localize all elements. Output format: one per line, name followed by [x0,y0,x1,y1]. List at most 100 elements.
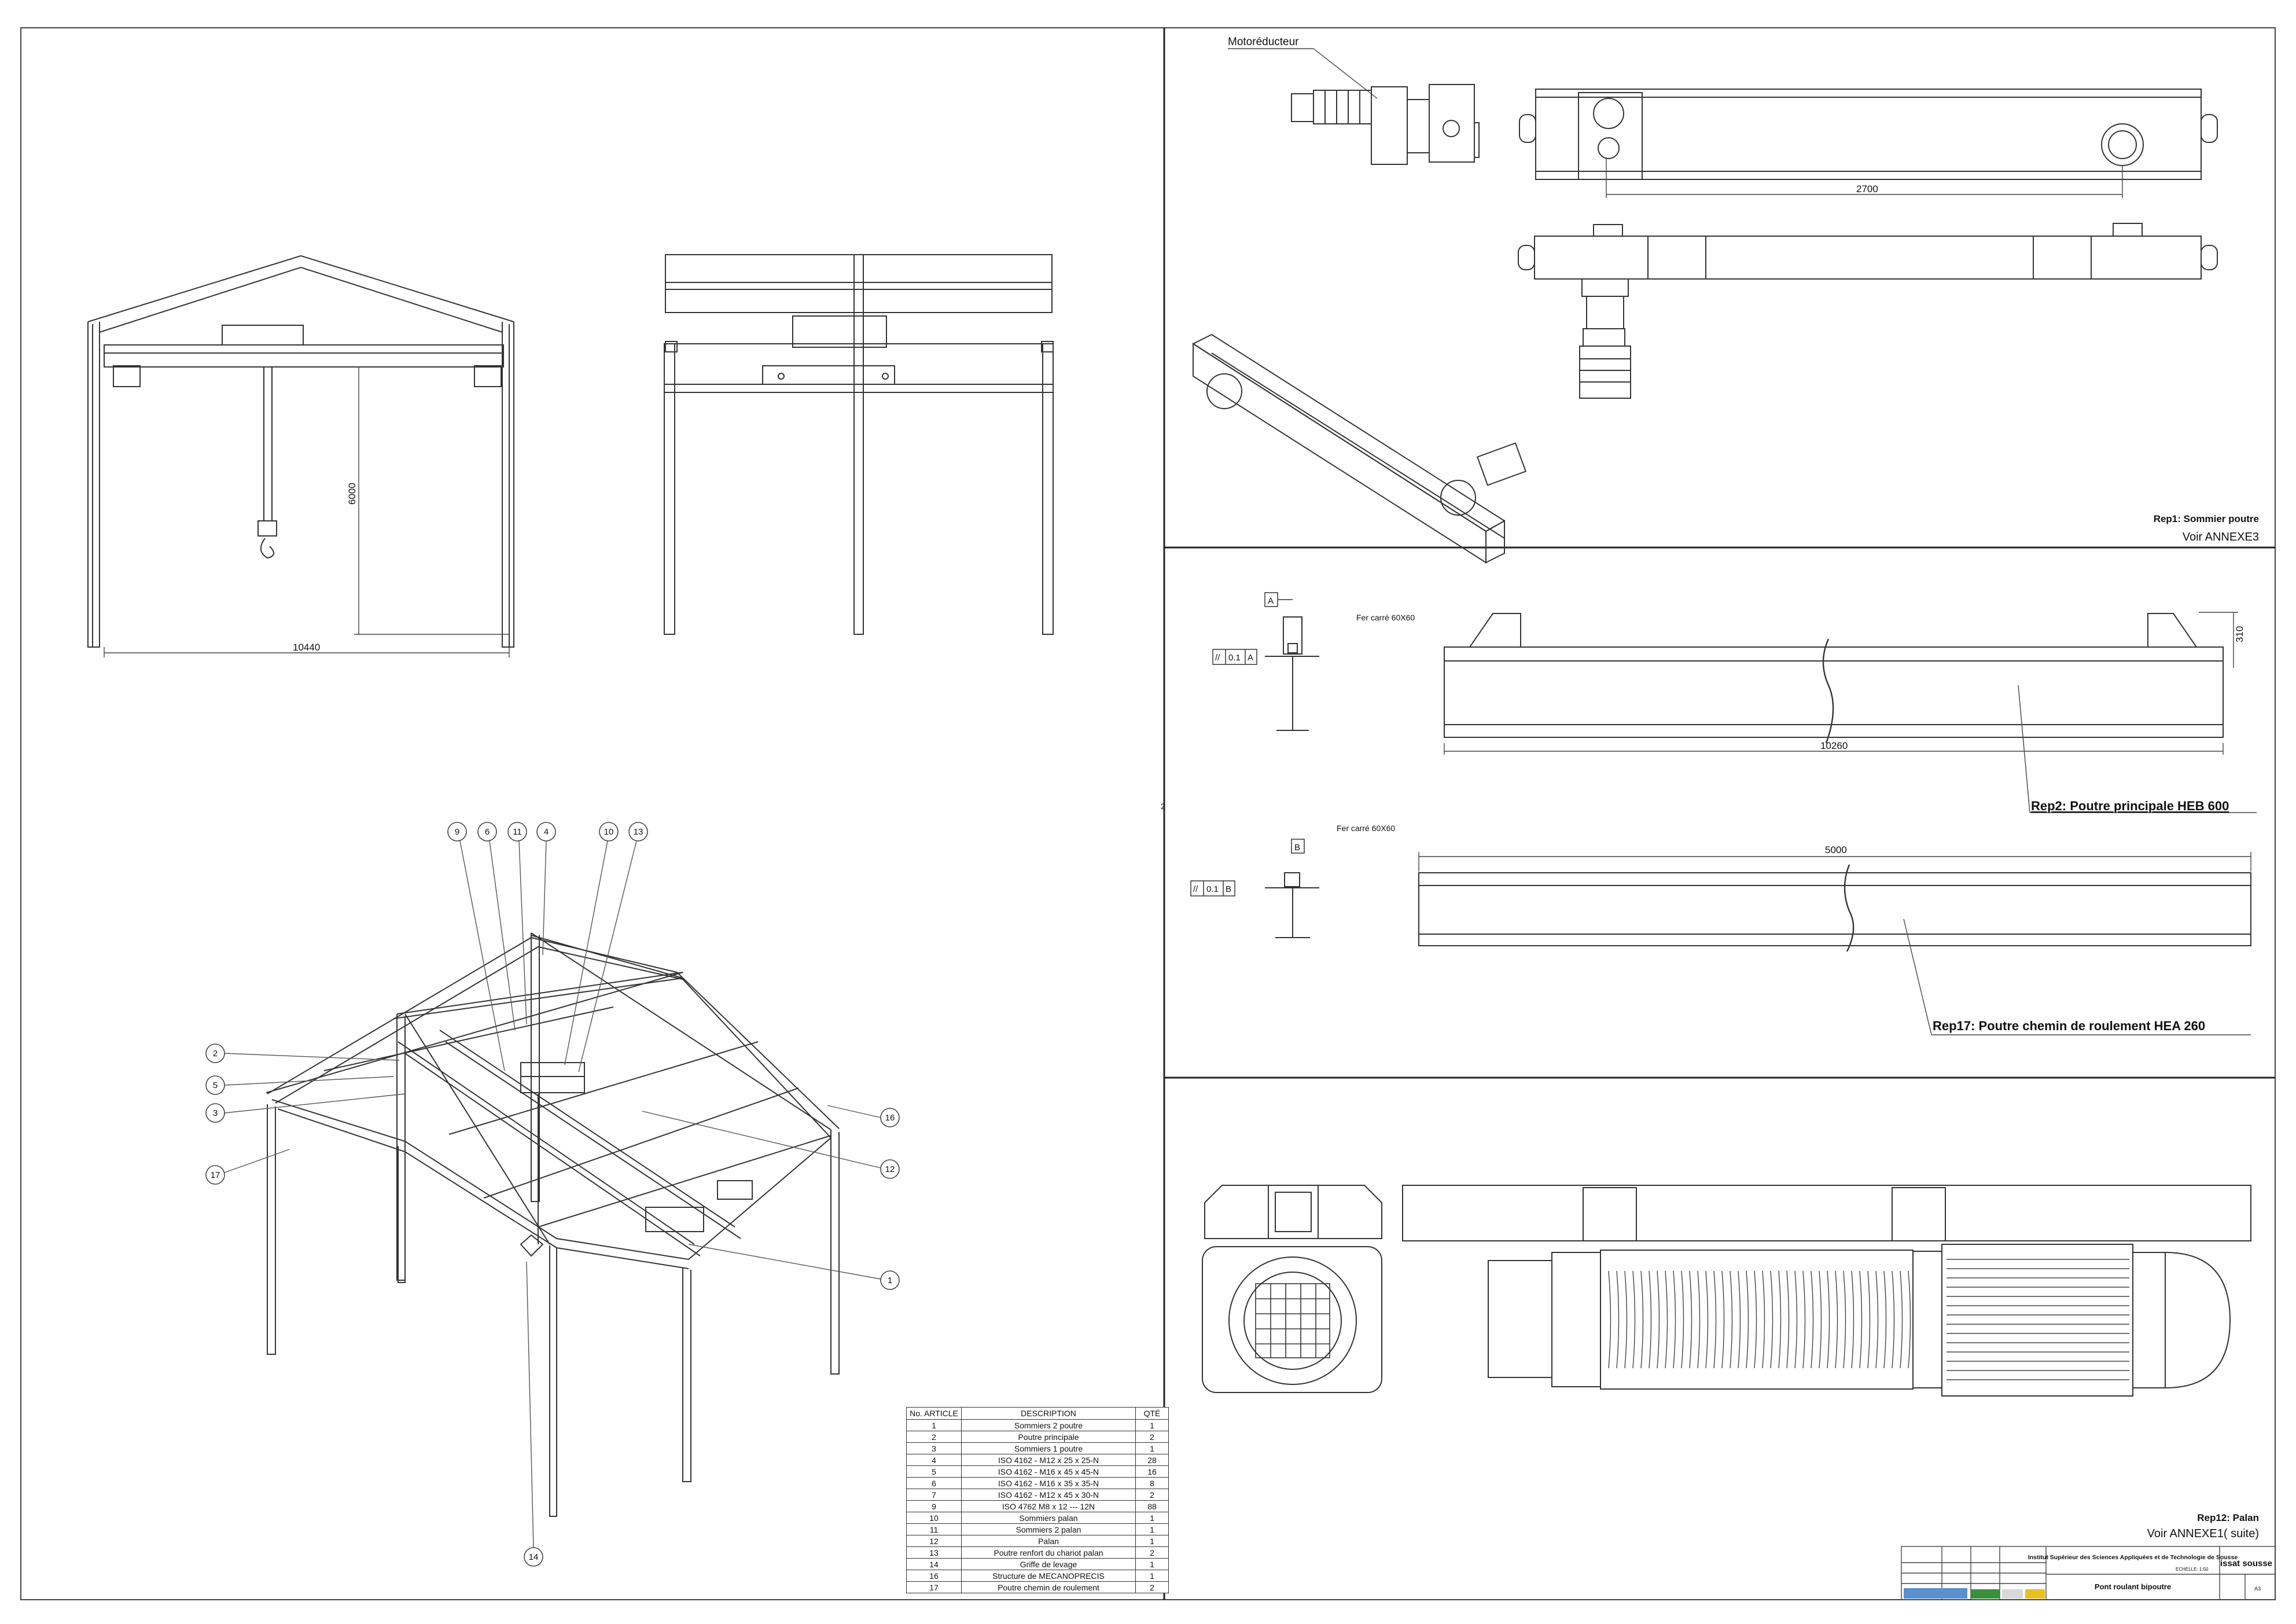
rep12-title: Rep12: Palan [2197,1512,2259,1523]
bom-description: Sommiers 1 poutre [961,1442,1136,1454]
balloon-numbers: 9 6 11 4 10 13 2 5 3 17 16 12 1 14 [211,827,895,1562]
datum-a: A [1268,596,1274,606]
rep2-dims [1444,612,2238,755]
rep2-leader [2018,685,2030,813]
palan-drum-coils [1608,1270,1911,1369]
svg-text:4: 4 [544,827,549,837]
motoreducteur-label: Motoréducteur [1228,36,1299,48]
palan-side-view [1402,1185,2251,1397]
bom-description: Poutre renfort du chariot palan [961,1546,1136,1559]
rep1-title: Rep1: Sommier poutre [2154,513,2259,524]
bom-qty: 2 [1135,1546,1169,1559]
bom-description: Sommiers 2 poutre [961,1419,1136,1431]
tol-a-ref: A [1248,653,1253,663]
drum-coil [1778,1270,1782,1369]
drum-coil [1892,1270,1895,1369]
dim-front-width: 10440 [293,642,320,653]
bom-description: ISO 4162 - M16 x 35 x 35-N [961,1477,1136,1489]
bom-description: Poutre chemin de roulement [961,1581,1136,1593]
svg-text:11: 11 [513,827,522,837]
drum-coil [1697,1270,1701,1369]
svg-text:13: 13 [634,827,643,837]
balloon-10 [599,822,619,842]
palan-motor-fins [1947,1259,2129,1380]
bom-qty: 88 [1135,1500,1169,1512]
bom-qty: 8 [1135,1477,1169,1489]
datum-b-box [1291,839,1305,854]
drum-coil [1721,1270,1725,1369]
bom-article: 1 [906,1419,962,1431]
svg-text:12: 12 [885,1164,895,1174]
sommier-top-view [1519,89,2218,180]
bom-description: Sommiers 2 palan [961,1523,1136,1535]
balloon-6 [477,822,497,842]
tol-b-sym: // [1193,884,1198,894]
bom-qty: 1 [1135,1570,1169,1582]
heb-section [1265,616,1319,731]
logos-strip [1904,1588,2045,1599]
balloon-12 [880,1159,900,1179]
drum-coil [1843,1270,1846,1369]
bom-qty: 2 [1135,1581,1169,1593]
bom-article: 11 [906,1523,962,1535]
bom-article: 5 [906,1465,962,1478]
bom-description: Sommiers palan [961,1512,1136,1524]
rep1-ref: Voir ANNEXE3 [2183,531,2259,543]
bom-qty: 2 [1135,1431,1169,1443]
bom-article: 14 [906,1558,962,1570]
bom-qty: 1 [1135,1442,1169,1454]
rep2-title: Rep2: Poutre principale HEB 600 [2031,799,2229,813]
front-dims [104,367,510,657]
drum-coil [1665,1270,1668,1369]
drum-coil [1875,1270,1879,1369]
drum-coil [1657,1270,1660,1369]
front-view [87,255,514,648]
svg-text:5: 5 [213,1081,218,1090]
fer-carre-label-1: Fer carré 60X60 [1356,613,1415,622]
drum-coil [1730,1270,1733,1369]
issat-logo: issat sousse [2220,1559,2272,1568]
drawing-title: Pont roulant bipoutre [2095,1582,2171,1591]
drum-coil [1632,1270,1636,1369]
dim-rep1-length: 2700 [1856,183,1878,194]
drum-coil [1770,1270,1773,1369]
drum-coil [1819,1270,1822,1369]
bom-qty: 1 [1135,1558,1169,1570]
bom-description: ISO 4162 - M12 x 45 x 30-N [961,1489,1136,1501]
drum-coil [1746,1270,1749,1369]
drum-coil [1713,1270,1717,1369]
sheet-border [20,27,2276,1600]
bom-qty: 1 [1135,1419,1169,1431]
balloons [205,822,900,1567]
rep12-ref: Voir ANNEXE1( suite) [2147,1527,2259,1540]
side-view [664,254,1054,635]
dim-front-height: 6000 [347,483,358,505]
geared-motor-view [1291,84,1480,165]
bom-qty: 16 [1135,1465,1169,1478]
drum-coil [1616,1270,1620,1369]
drum-coil [1673,1270,1676,1369]
drum-coil [1624,1270,1628,1369]
svg-text:17: 17 [211,1170,220,1180]
bom-description: ISO 4162 - M16 x 45 x 45-N [961,1465,1136,1478]
drum-coil [1827,1270,1830,1369]
dim-rep17-length: 5000 [1825,844,1847,855]
bom-article: 16 [906,1570,962,1582]
hea-section [1265,872,1319,938]
svg-text:10: 10 [604,827,614,837]
datum-b: B [1294,843,1300,853]
bom-description: Poutre principale [961,1431,1136,1443]
heb600-beam [1444,613,2224,744]
tol-a-val: 0.1 [1228,653,1241,663]
bom-header-description: DESCRIPTION [961,1407,1136,1420]
balloon-leaders [224,840,881,1548]
drum-coil [1754,1270,1757,1369]
